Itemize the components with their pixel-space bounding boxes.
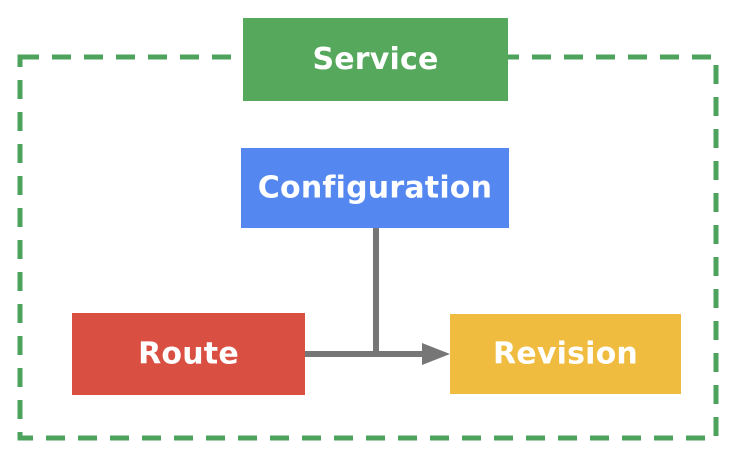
connector-group <box>305 227 450 365</box>
node-revision[interactable]: Revision <box>450 314 681 394</box>
node-configuration[interactable]: Configuration <box>241 148 509 228</box>
node-route-label: Route <box>138 337 239 372</box>
node-configuration-box[interactable] <box>241 148 509 228</box>
node-configuration-label: Configuration <box>258 171 492 206</box>
arrowhead-to-revision <box>422 343 450 365</box>
node-route-box[interactable] <box>72 313 305 395</box>
node-service-box[interactable] <box>243 18 508 101</box>
serving-boundary-dashed-rect <box>17 54 719 441</box>
node-route[interactable]: Route <box>72 313 305 395</box>
node-revision-box[interactable] <box>450 314 681 394</box>
node-service[interactable]: Service <box>243 18 508 101</box>
node-revision-label: Revision <box>493 337 638 372</box>
node-service-label: Service <box>312 42 438 77</box>
